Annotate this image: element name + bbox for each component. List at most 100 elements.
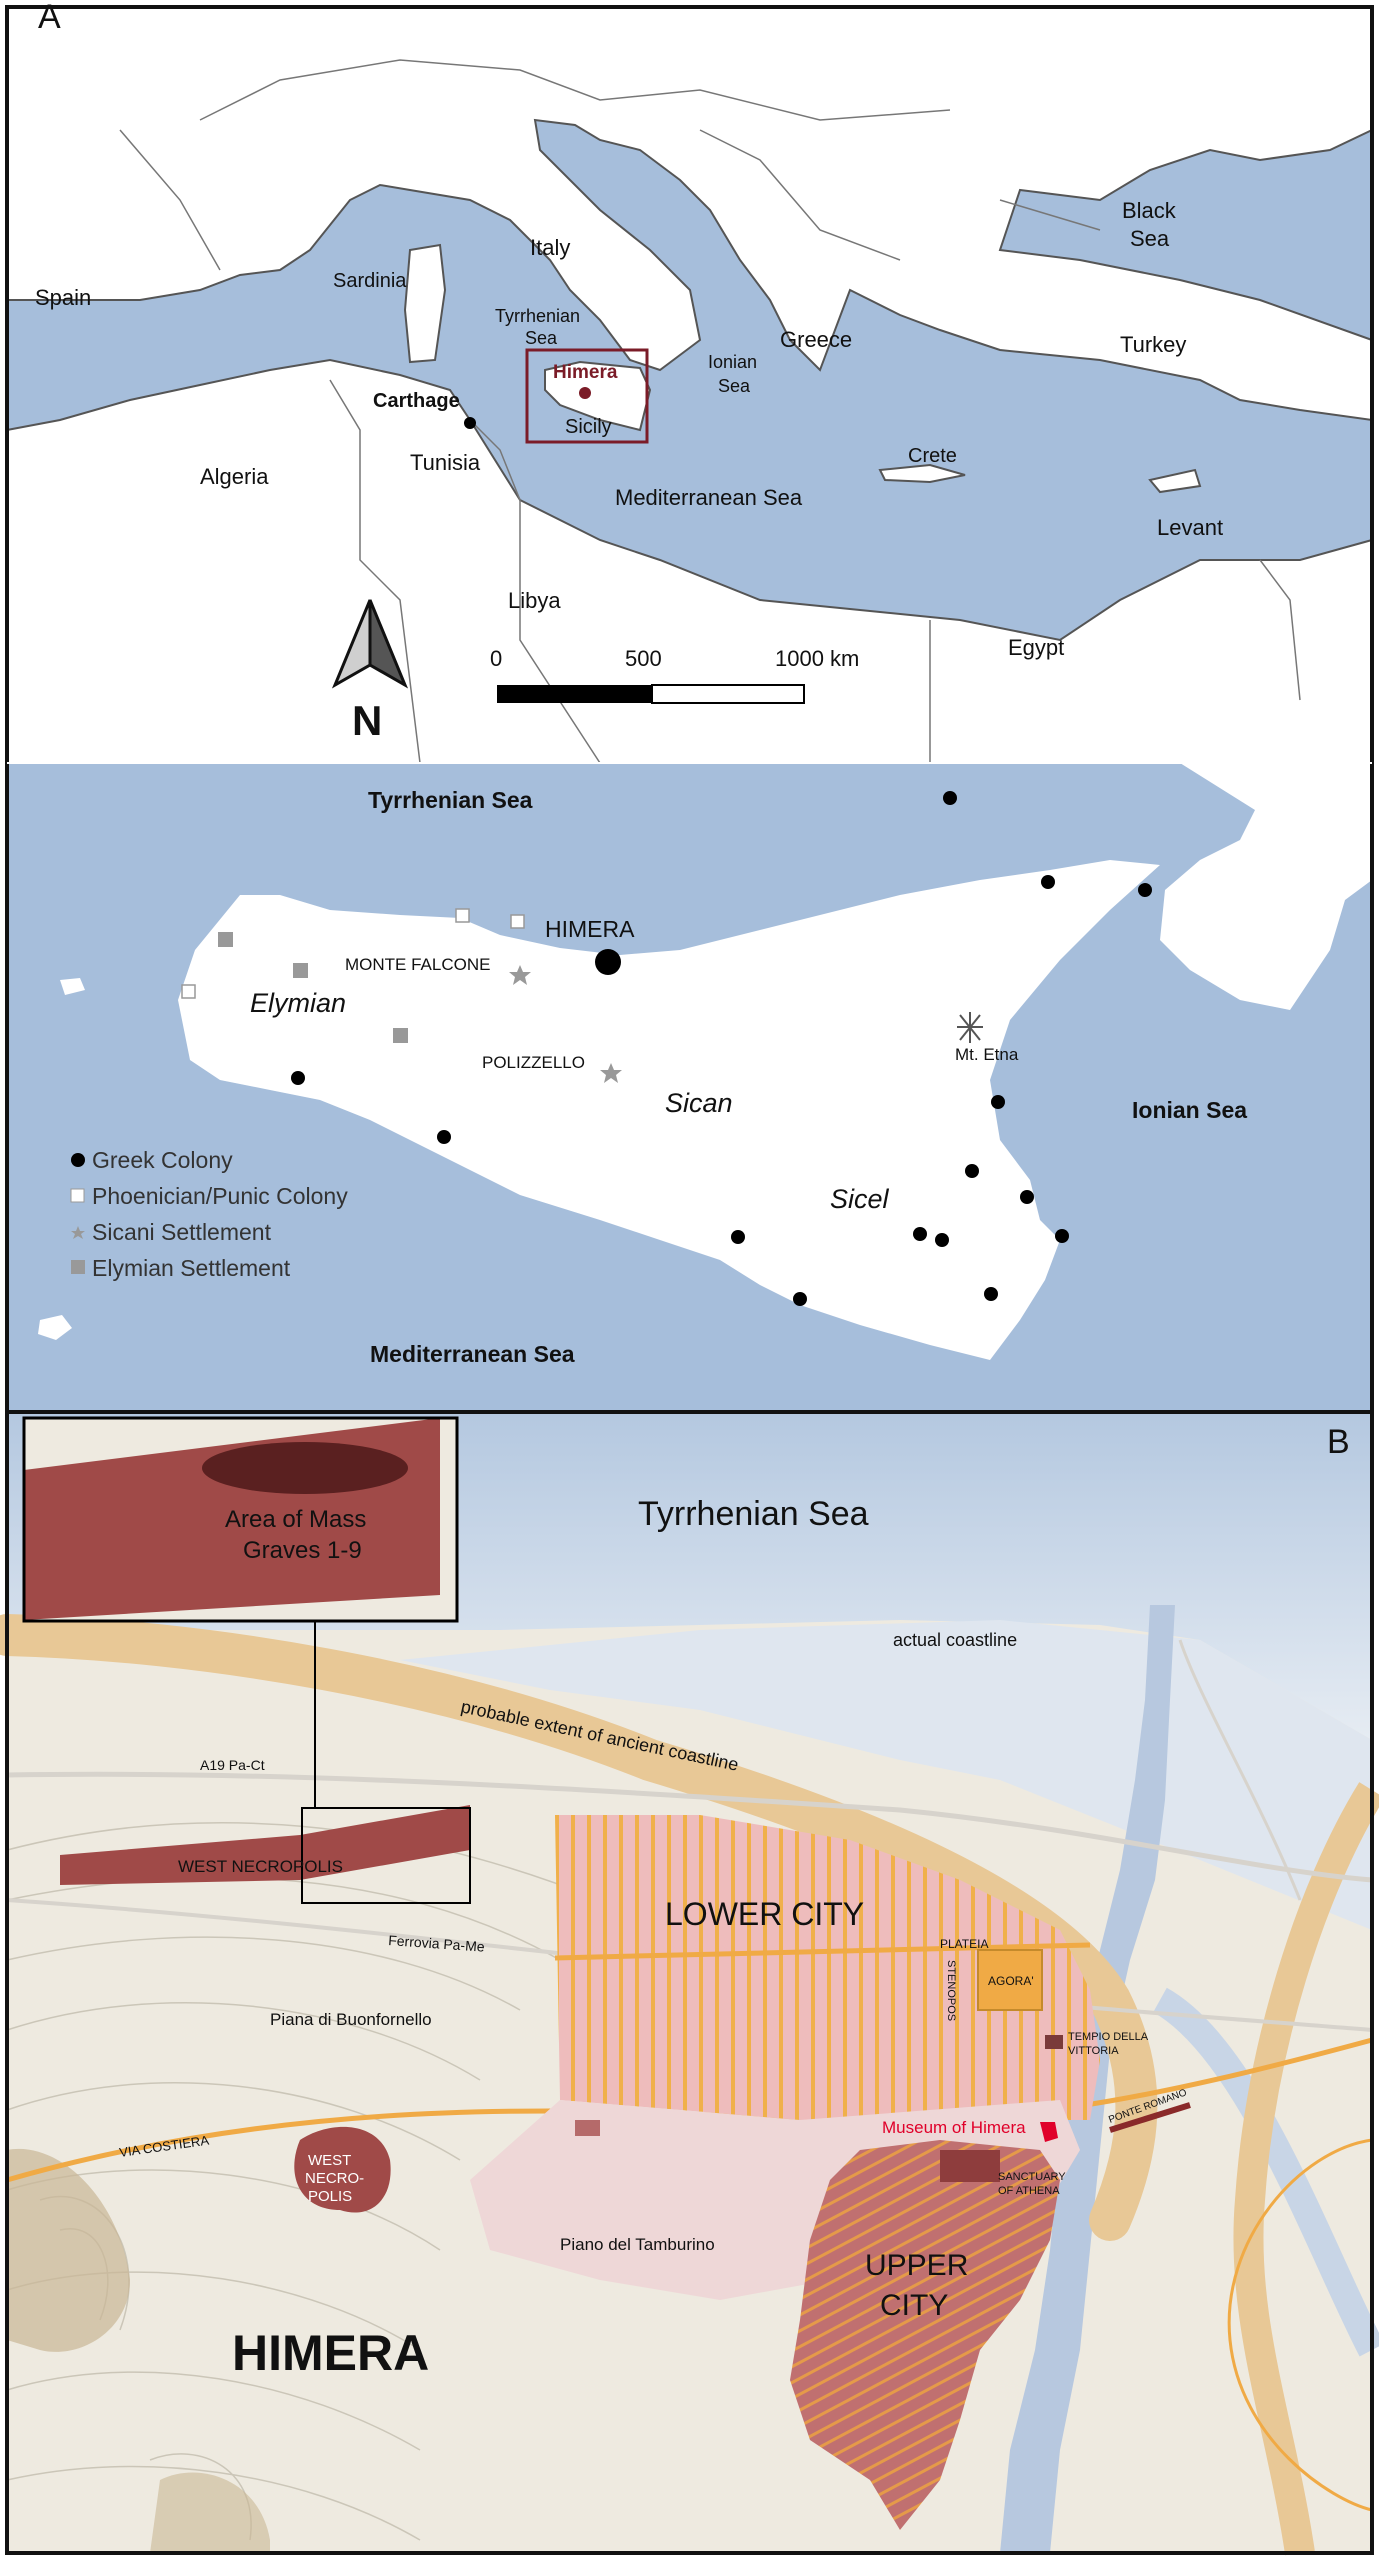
- figure-frame: [5, 5, 1374, 2555]
- plateia-label: PLATEIA: [940, 1937, 988, 1951]
- legend: Greek Colony Phoenician/Punic Colony Sic…: [70, 1147, 348, 1281]
- agora-label: AGORA': [988, 1974, 1034, 1988]
- graves-ellipse: [202, 1442, 408, 1494]
- plateia-road: [554, 1942, 1091, 1961]
- panel-sicily-map: Tyrrhenian Sea Ionian Sea Mediterranean …: [7, 763, 1372, 1411]
- tempio-label-1: TEMPIO DELLA: [1068, 2031, 1149, 2043]
- ferrovia-label: Ferrovia Pa-Me: [388, 1932, 486, 1955]
- himera-highlight-box: [525, 348, 649, 444]
- scale-bar: [497, 684, 805, 704]
- sardinia-island: [403, 243, 447, 364]
- river-branch: [1152, 1987, 1379, 2357]
- ionian-label-2: Sea: [718, 376, 751, 396]
- upper-city-label-2: CITY: [880, 2289, 948, 2322]
- hill-shading-2: [150, 2472, 270, 2553]
- crete-label: Crete: [908, 445, 957, 467]
- upper-city-area: [790, 2140, 1060, 2530]
- panel-b-letter: B: [1327, 1423, 1350, 1461]
- west-necro-2-label-2: NECRO-: [305, 2170, 364, 2187]
- tyrrhenian-label-1: Tyrrhenian: [495, 306, 580, 326]
- sicily-island: [544, 360, 652, 432]
- sicily-label: Sicily: [565, 416, 612, 438]
- legend-elymian-icon: [71, 1260, 85, 1274]
- mediterranean-label: Mediterranean Sea: [615, 485, 803, 510]
- lower-city-label: LOWER CITY: [665, 1896, 864, 1932]
- sardinia-label: Sardinia: [333, 270, 407, 292]
- graves-label-2: Graves 1-9: [243, 1537, 362, 1564]
- egypt-label: Egypt: [1008, 635, 1064, 660]
- scale-500: 500: [625, 646, 662, 671]
- sicily-mediterranean-label: Mediterranean Sea: [370, 1341, 575, 1367]
- tunisia-label: Tunisia: [410, 450, 481, 475]
- turkey-label: Turkey: [1120, 332, 1186, 357]
- stenopos-label: STENOPOS: [945, 1960, 957, 2021]
- carthage-dot: [464, 417, 476, 429]
- himera-label: Himera: [553, 362, 618, 383]
- west-necro-2-label-1: WEST: [308, 2152, 351, 2169]
- polizzello-label: POLIZZELLO: [482, 1053, 585, 1072]
- black-sea-label-1: Black: [1122, 198, 1177, 223]
- tempio-marker: [1045, 2035, 1063, 2049]
- scale-1000: 1000 km: [775, 646, 859, 671]
- panel-b-plain: [400, 1620, 1372, 1930]
- sicily-tyrrhenian-label: Tyrrhenian Sea: [368, 787, 533, 813]
- country-borders: [119, 59, 1301, 764]
- panel-a-europe-map: A Spain Italy Sardinia Algeria Tunisia L…: [6, 0, 1373, 764]
- legend-sicani-label: Sicani Settlement: [92, 1219, 272, 1245]
- agora-block: [977, 1949, 1043, 2011]
- islet-2: [60, 978, 85, 995]
- coastline-label: actual coastline: [893, 1630, 1017, 1650]
- museum-label: Museum of Himera: [882, 2118, 1026, 2137]
- piana-label: Piana di Buonfornello: [270, 2010, 432, 2029]
- north-label: N: [352, 697, 382, 744]
- libya-label: Libya: [508, 588, 561, 613]
- west-necro-2-label-3: POLIS: [308, 2188, 352, 2205]
- legend-sicani-icon: [71, 1226, 85, 1239]
- ancient-coastline-band: [0, 1614, 1158, 2241]
- ionian-label-1: Ionian: [708, 352, 757, 372]
- graves-locator-box: [301, 1807, 471, 1904]
- legend-phoenician-label: Phoenician/Punic Colony: [92, 1183, 348, 1209]
- greece-label: Greece: [780, 327, 852, 352]
- sanctuary-label-2: OF ATHENA: [998, 2185, 1060, 2197]
- islet-1: [38, 1315, 72, 1340]
- north-arrow-icon: [331, 599, 409, 689]
- sicani-settlement-markers: [509, 965, 622, 1083]
- monte-falcone-label: MONTE FALCONE: [345, 955, 490, 974]
- elymian-label: Elymian: [250, 988, 346, 1018]
- europe-landmass: [6, 6, 1373, 422]
- phoenician-colony-markers: [181, 908, 525, 999]
- algeria-label: Algeria: [200, 464, 269, 489]
- sicel-label: Sicel: [830, 1184, 890, 1214]
- piano-label: Piano del Tamburino: [560, 2235, 715, 2254]
- sicily-ionian-label: Ionian Sea: [1132, 1097, 1247, 1123]
- legend-phoenician-icon: [70, 1188, 85, 1203]
- calabria-landmass: [1160, 763, 1372, 1010]
- small-structure: [575, 2120, 600, 2136]
- west-necropolis-label: WEST NECROPOLIS: [178, 1857, 343, 1876]
- italy-label: Italy: [530, 235, 570, 260]
- sicily-himera-label: HIMERA: [545, 916, 635, 942]
- sican-label: Sican: [665, 1088, 733, 1118]
- west-necropolis-area: [60, 1805, 470, 1885]
- cyprus-island: [1148, 468, 1202, 494]
- crete-island: [878, 463, 966, 484]
- ancient-coastline-band-2: [1233, 1782, 1379, 2556]
- levant-label: Levant: [1157, 515, 1223, 540]
- sanctuary-block: [940, 2150, 1000, 2182]
- etna-icon: [957, 1012, 983, 1043]
- black-sea-label-2: Sea: [1130, 226, 1170, 251]
- tyrrhenian-label-2: Sea: [525, 328, 558, 348]
- west-necropolis-2-area: [294, 2126, 391, 2213]
- spain-label: Spain: [35, 285, 91, 310]
- legend-greek-icon: [71, 1153, 85, 1167]
- legend-elymian-label: Elymian Settlement: [92, 1255, 291, 1281]
- tempio-label-2: VITTORIA: [1068, 2045, 1119, 2057]
- scale-0: 0: [490, 646, 502, 671]
- b-tyrrhenian-label: Tyrrhenian Sea: [638, 1495, 869, 1533]
- elymian-settlement-markers: [218, 932, 408, 1043]
- graves-label-1: Area of Mass: [225, 1506, 366, 1533]
- upper-city-label-1: UPPER: [865, 2249, 968, 2282]
